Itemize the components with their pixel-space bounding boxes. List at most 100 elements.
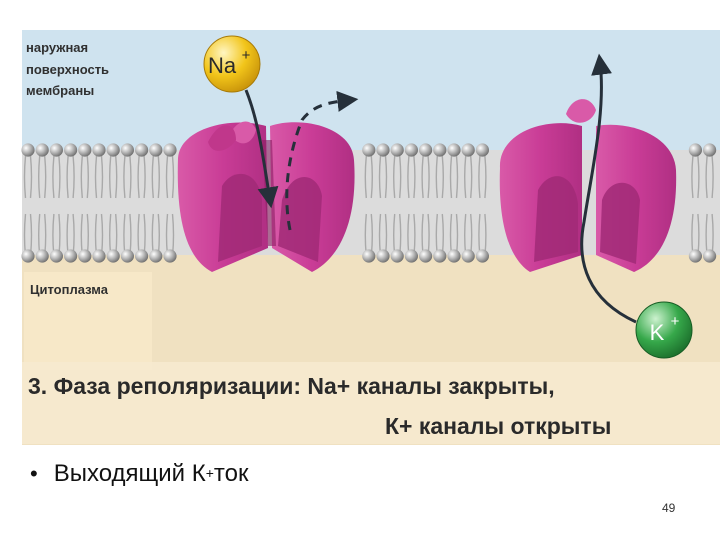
lipid-tail xyxy=(378,155,382,199)
lipid-tail xyxy=(115,155,118,199)
lipid-tail xyxy=(44,155,47,199)
lipid-tail xyxy=(52,155,55,199)
sodium-blocked-arrow xyxy=(285,90,359,231)
phospholipid-head xyxy=(404,249,418,263)
sodium-ion-charge: + xyxy=(242,47,251,64)
phospholipid-head xyxy=(78,249,92,263)
sodium-ion: Na + xyxy=(203,35,261,93)
lipid-tail xyxy=(72,155,75,199)
phospholipid-head xyxy=(461,143,475,157)
lipid-tail xyxy=(705,155,708,199)
phospholipid-head xyxy=(135,143,149,157)
potassium-ion-label: K xyxy=(650,320,665,345)
bullet-line: • Выходящий К+ ток xyxy=(30,460,248,488)
lipid-tail xyxy=(94,155,98,199)
phospholipid-head xyxy=(163,249,177,263)
potassium-channel xyxy=(499,99,677,272)
phospholipid-head xyxy=(433,143,447,157)
outer-surface-label: наружная поверхность мембраны xyxy=(26,40,109,98)
phospholipid-head xyxy=(64,249,78,263)
phospholipid-head xyxy=(21,143,35,157)
phospholipid-head xyxy=(149,143,163,157)
phospholipid-head xyxy=(390,143,404,157)
potassium-ion: K + xyxy=(635,301,693,359)
lipid-tail xyxy=(109,155,112,199)
lipid-tail xyxy=(413,155,416,199)
cytoplasm-label-box xyxy=(24,272,152,370)
lipid-tail xyxy=(137,155,140,199)
potassium-efflux-arrow xyxy=(580,53,637,324)
sodium-path-arrow xyxy=(244,89,279,209)
phospholipid-head xyxy=(475,249,489,263)
phospholipid-head xyxy=(475,143,489,157)
phospholipid-head xyxy=(362,143,376,157)
sodium-ion-label: Na xyxy=(208,53,237,78)
phospholipid-head xyxy=(78,143,92,157)
lipid-tail xyxy=(399,155,402,199)
phospholipid-head xyxy=(149,249,163,263)
phospholipid-head xyxy=(21,249,35,263)
phospholipid-head xyxy=(362,249,376,263)
phospholipid-head xyxy=(461,249,475,263)
lipid-tail xyxy=(129,155,132,199)
phospholipid-head xyxy=(92,249,106,263)
lipid-tail xyxy=(370,155,373,199)
phospholipid-head xyxy=(688,249,703,263)
phospholipid-head xyxy=(447,143,461,157)
lipid-tail xyxy=(384,155,388,199)
lipid-tail xyxy=(484,155,487,199)
lipid-tail xyxy=(435,155,438,199)
lipid-tail xyxy=(393,155,396,199)
lipid-tail xyxy=(449,155,453,199)
bullet-text: Выходящий К xyxy=(53,460,206,487)
lipid-tail xyxy=(29,155,33,199)
phospholipid-head xyxy=(49,249,64,263)
phospholipid-head xyxy=(106,249,120,263)
phospholipid-head xyxy=(419,249,433,263)
lipid-tail xyxy=(123,155,126,199)
lipid-tail xyxy=(711,155,714,199)
outer-surface-line-2: поверхность xyxy=(26,62,109,77)
phospholipid-head xyxy=(433,249,447,263)
phospholipid-head xyxy=(447,249,461,263)
lipid-tail xyxy=(38,155,41,199)
lipid-tail xyxy=(86,155,89,199)
bullet-text-end: ток xyxy=(213,460,249,487)
lipid-tail xyxy=(364,155,367,199)
lipid-tail xyxy=(691,155,694,199)
phospholipid-head xyxy=(163,143,177,157)
phospholipid-head xyxy=(390,249,404,263)
lipid-tail xyxy=(165,155,169,199)
page-number: 49 xyxy=(662,501,676,515)
lipid-tail xyxy=(66,155,69,199)
caption-line-2: К+ каналы открыты xyxy=(385,413,611,439)
phospholipid-head xyxy=(92,143,106,157)
lipid-tail xyxy=(421,155,424,199)
phospholipid-head xyxy=(376,143,390,157)
phospholipid-head xyxy=(64,143,78,157)
phospholipid-head xyxy=(688,143,703,157)
lipid-tail xyxy=(455,155,459,199)
lipid-tail xyxy=(80,155,83,199)
phospholipid-head xyxy=(404,143,418,157)
lipid-tail xyxy=(58,155,61,199)
lipid-tail xyxy=(171,155,175,199)
phospholipid-head xyxy=(35,249,49,263)
sodium-channel xyxy=(177,121,355,272)
lipid-tail xyxy=(157,155,160,199)
phospholipid-head xyxy=(703,143,717,157)
phospholipid-head xyxy=(106,143,120,157)
lipid-tail xyxy=(23,155,27,199)
lipid-bilayer xyxy=(21,143,717,263)
phospholipid-head xyxy=(35,143,49,157)
lipid-tail xyxy=(427,155,430,199)
phospholipid-head xyxy=(120,143,134,157)
phospholipid-head xyxy=(376,249,390,263)
caption-line-1: 3. Фаза реполяризации: Na+ каналы закрыт… xyxy=(28,373,555,399)
cytoplasm-label: Цитоплазма xyxy=(30,282,109,297)
caption-band xyxy=(22,362,720,444)
phospholipid-head xyxy=(49,143,64,157)
lipid-tail xyxy=(151,155,154,199)
lipid-tail xyxy=(407,155,410,199)
